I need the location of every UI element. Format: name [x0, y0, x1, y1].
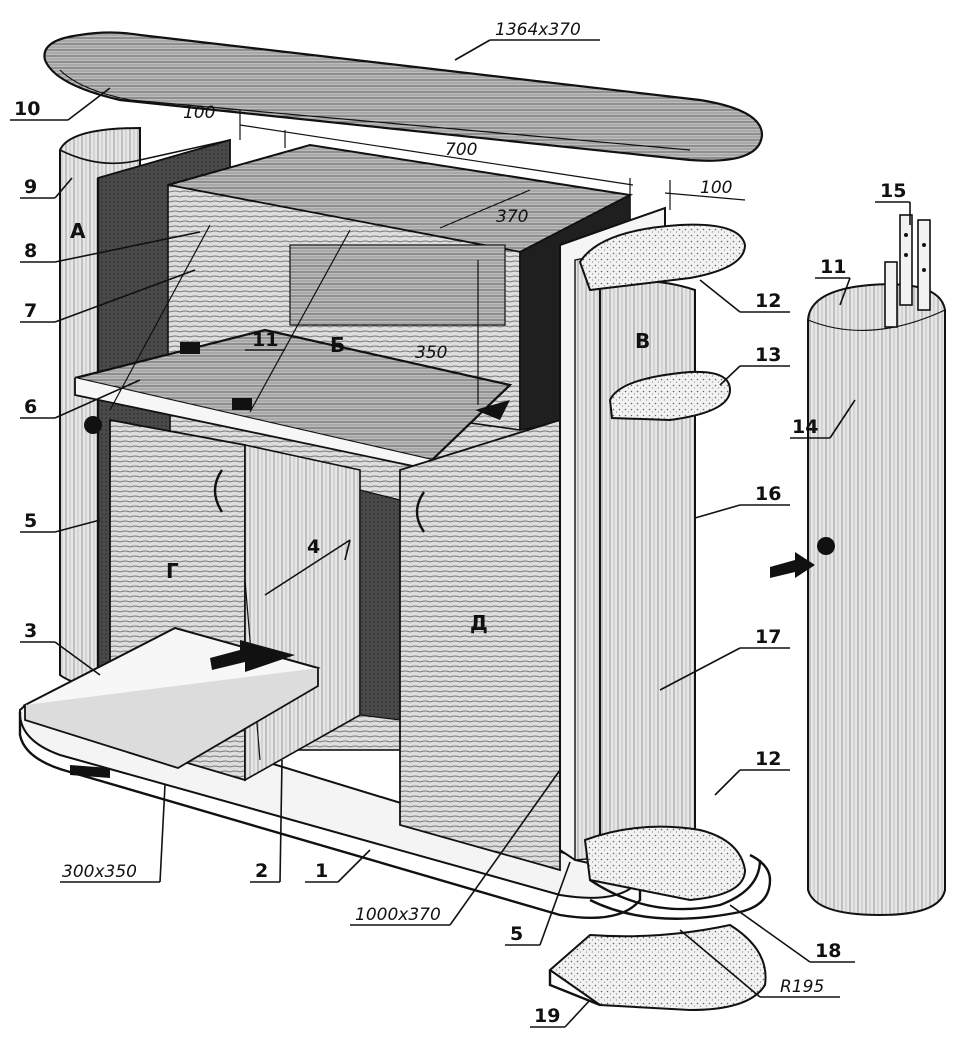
- letter-d: Д: [470, 611, 488, 635]
- letter-v: В: [635, 329, 650, 353]
- dim-shelf: 300x350: [62, 862, 137, 882]
- callout-12-bottom: 12: [755, 748, 781, 770]
- callout-4: 4: [307, 536, 320, 558]
- letter-a: А: [70, 219, 86, 243]
- top-board: [43, 31, 764, 162]
- dim-width: 700: [445, 140, 477, 160]
- callout-5-right: 5: [510, 923, 523, 945]
- stay-right: [249, 229, 351, 413]
- callout-13: 13: [755, 344, 781, 366]
- callout-14: 14: [792, 416, 818, 438]
- callout-2: 2: [255, 860, 268, 882]
- callout-7: 7: [24, 300, 37, 322]
- callout-15: 15: [880, 180, 906, 202]
- dim-depth: 370: [496, 207, 528, 227]
- dim-height: 350: [415, 343, 447, 363]
- callout-11-lid: 11: [252, 329, 278, 351]
- insert-arrow: [770, 552, 815, 578]
- dim-base: 1000x370: [355, 905, 441, 925]
- right-column: [559, 206, 762, 911]
- callout-5-left: 5: [24, 510, 37, 532]
- stay-left: [109, 224, 211, 411]
- callout-17: 17: [755, 626, 781, 648]
- callout-3: 3: [24, 620, 37, 642]
- letter-b: Б: [330, 333, 345, 357]
- hole-marker: [84, 416, 102, 434]
- cylinder-cover: [770, 283, 946, 917]
- callout-6: 6: [24, 396, 37, 418]
- dim-left-offset: 100: [183, 103, 215, 123]
- dimension-lines: [239, 39, 746, 405]
- letter-g: Г: [166, 559, 179, 583]
- leader-lines: [10, 87, 911, 1028]
- mounting-brackets: [884, 214, 931, 328]
- slide-arrow: [210, 640, 295, 672]
- callout-8: 8: [24, 240, 37, 262]
- callout-9: 9: [24, 176, 37, 198]
- callout-12-top: 12: [755, 290, 781, 312]
- callout-16: 16: [755, 483, 781, 505]
- callout-1: 1: [315, 860, 328, 882]
- callout-19: 19: [534, 1005, 560, 1027]
- dim-radius: R195: [780, 977, 824, 997]
- callout-10: 10: [14, 98, 40, 120]
- dim-top-board: 1364x370: [495, 20, 581, 40]
- fold-down-lid: [74, 224, 513, 472]
- pull-out-shelf: [22, 626, 321, 778]
- dimension-labels: 1364x370 100 700 100 370 350 300x350 100…: [62, 20, 824, 997]
- base-discs: [548, 853, 772, 1012]
- section-letters: А Б В Г Д: [70, 219, 650, 635]
- dim-right-offset: 100: [700, 178, 732, 198]
- callout-11-cylinder: 11: [820, 256, 846, 278]
- callout-18: 18: [815, 940, 841, 962]
- callout-numbers: 10 9 8 7 6 5 3 11 4 2 1 5 12 13 16 17 12…: [14, 98, 906, 1027]
